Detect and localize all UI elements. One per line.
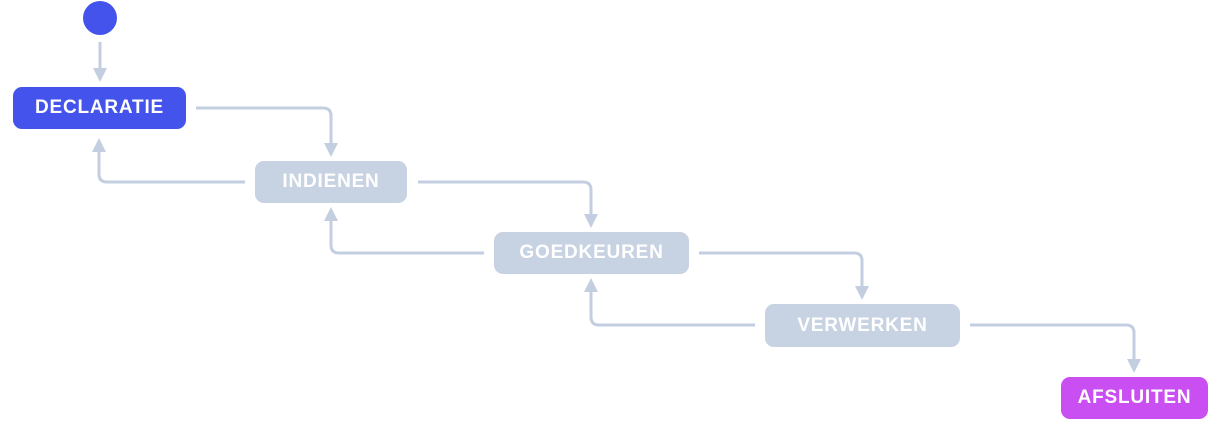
node-indienen: INDIENEN: [255, 161, 407, 203]
node-afsluiten-label: AFSLUITEN: [1077, 387, 1192, 408]
edge-indienen-to-declaratie: [92, 138, 245, 184]
node-declaratie-label: DECLARATIE: [34, 97, 165, 118]
edge-goedkeuren-to-verwerken: [699, 251, 869, 300]
node-goedkeuren-label: GOEDKEUREN: [519, 242, 664, 263]
edge-indienen-to-goedkeuren: [418, 180, 598, 228]
node-declaratie: DECLARATIE: [13, 87, 186, 129]
node-verwerken: VERWERKEN: [765, 304, 960, 347]
edge-verwerken-to-goedkeuren: [584, 278, 755, 327]
edge-declaratie-to-indienen: [196, 106, 338, 157]
node-verwerken-label: VERWERKEN: [797, 314, 928, 336]
start-node-circle: [83, 1, 117, 35]
node-indienen-label: INDIENEN: [282, 171, 380, 192]
node-afsluiten: AFSLUITEN: [1061, 377, 1208, 419]
edge-goedkeuren-to-indienen: [324, 207, 484, 255]
node-goedkeuren: GOEDKEUREN: [494, 232, 689, 274]
edge-verwerken-to-afsluiten: [970, 323, 1141, 373]
